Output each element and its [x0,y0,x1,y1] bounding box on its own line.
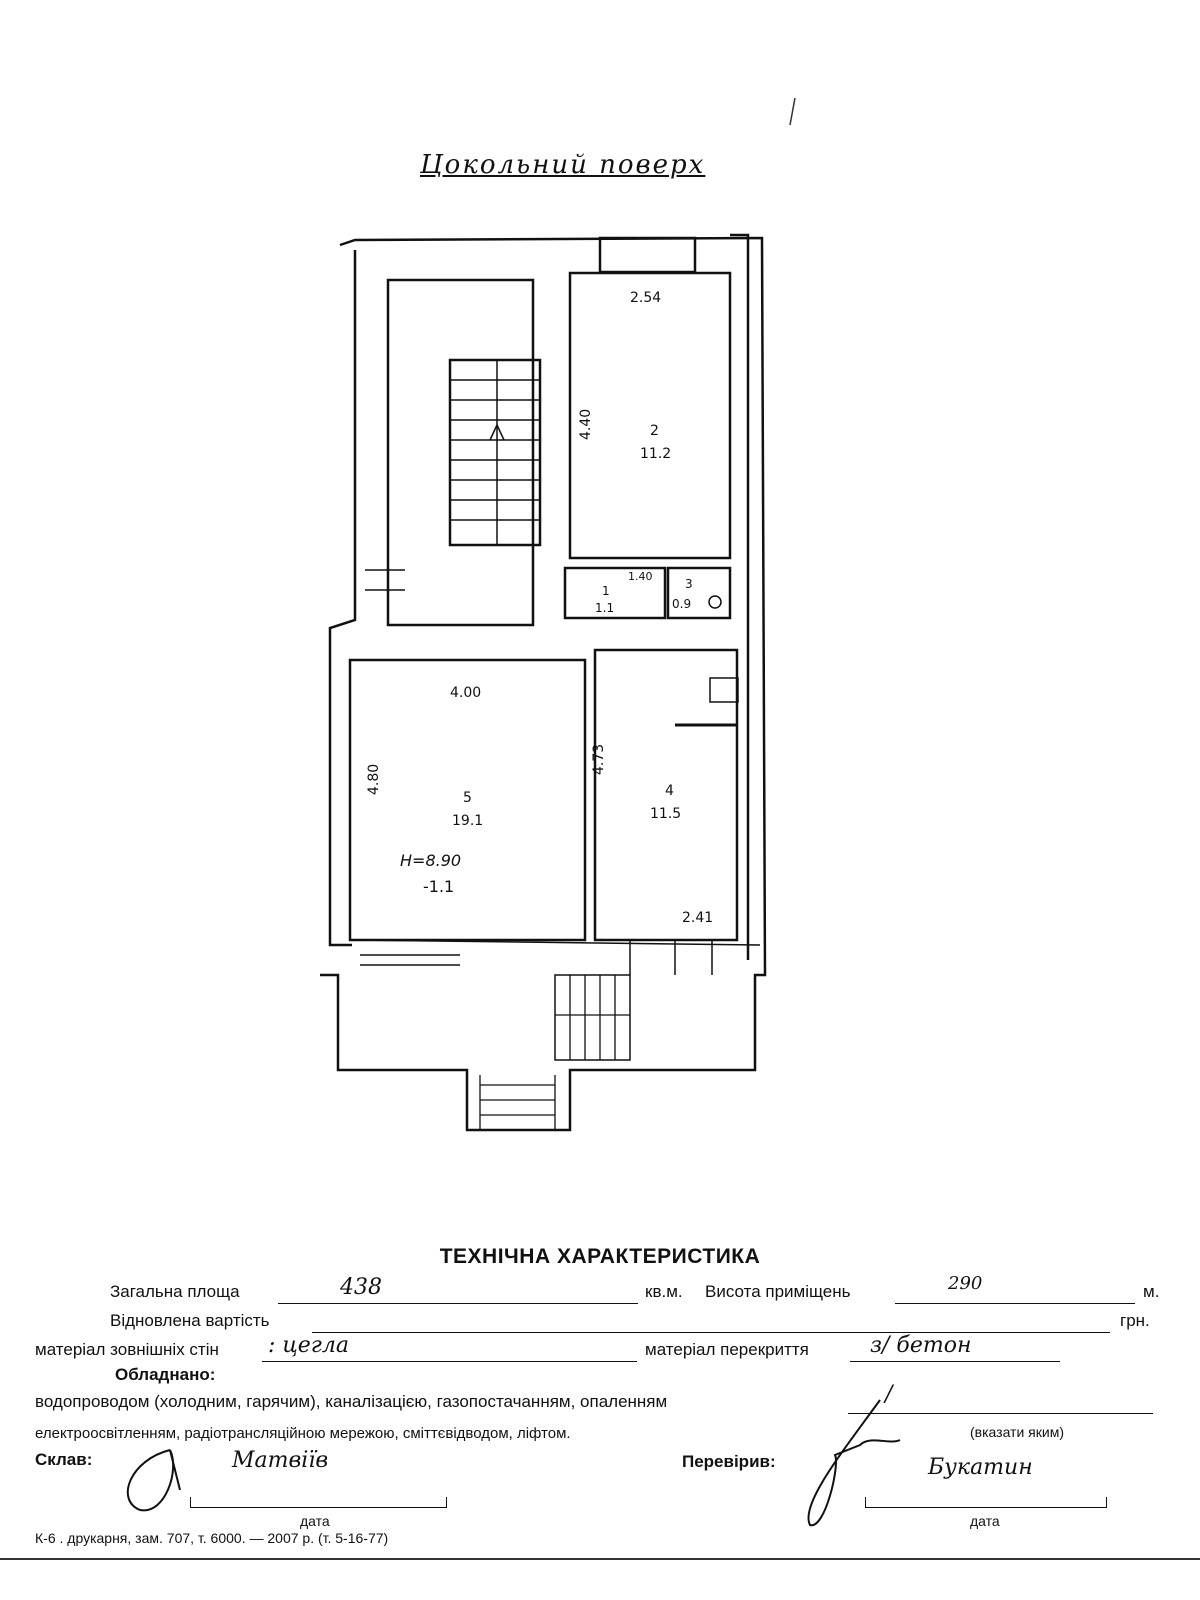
floor-plan: 2.54 4.40 2 11.2 1.40 1 1.1 3 0.9 4.00 4… [320,97,796,1132]
equipment-line [848,1393,1153,1414]
total-area-label: Загальна площа [110,1282,240,1301]
stair-hall [386,278,535,627]
room-5 [348,658,587,942]
toilet-icon [708,595,722,609]
room-5-width: 4.00 [450,685,481,701]
room-4-area: 11.5 [650,806,681,822]
stairs-entrance [554,974,631,1061]
plan-title: Цокольний поверх [420,150,706,180]
room-5-number: 5 [463,790,472,806]
cost-line [312,1312,1110,1333]
height-value: 290 [948,1273,983,1294]
date-bracket-compiled [190,1497,447,1508]
room-5-height-note: H=8.90 [400,851,461,870]
height-unit: м. [1143,1282,1160,1301]
cost-unit: грн. [1120,1311,1150,1330]
cost-label: Відновлена вартість [110,1311,270,1330]
outer-wall [320,236,767,1132]
printer-note: К-6 . друкарня, зам. 707, т. 6000. — 200… [35,1530,389,1546]
room-4 [593,648,739,942]
room-3-number: 3 [685,577,693,591]
equipped-label: Обладнано: [115,1365,216,1384]
room-1-area: 1.1 [595,601,614,615]
date-label-checked: дата [970,1513,1000,1529]
room-1-width: 1.40 [628,570,653,583]
compiled-name: Матвіїв [232,1448,329,1473]
room-2-number: 2 [650,423,659,439]
checked-name: Букатин [928,1455,1033,1480]
room-1 [563,566,667,620]
room-4-width: 2.41 [682,910,713,926]
walls-label: матеріал зовнішніх стін [35,1340,219,1359]
height-line [895,1283,1135,1304]
height-label: Висота приміщень [705,1282,851,1301]
fixture-icon [709,677,739,703]
room-4-length: 4.73 [591,744,607,775]
floor-label: матеріал перекриття [645,1340,809,1359]
signature-checked [807,1399,901,1527]
equipment-line-2: електроосвітленням, радіотрансляційною м… [35,1425,571,1442]
room-1-number: 1 [602,584,610,598]
signature-compiled [126,1449,181,1512]
inner-outer-wall [328,250,357,947]
equipment-value: / [885,1382,893,1407]
total-area-line [278,1283,638,1304]
room-3-area: 0.9 [672,597,691,611]
stair-arrow-icon [489,424,505,441]
right-wall [730,233,750,960]
room-5-area: 19.1 [452,813,483,829]
room-3 [666,566,732,620]
stairs [448,358,542,547]
room-4-number: 4 [665,783,674,799]
floor-value: з/ бетон [870,1333,972,1358]
walls-value: : цегла [268,1333,350,1358]
equipment-line-1: водопроводом (холодним, гарячим), каналі… [35,1392,668,1411]
room-2-area: 11.2 [640,446,671,462]
area-unit: кв.м. [645,1282,683,1301]
compiled-label: Склав: [35,1450,93,1469]
bottom-area-lines [351,939,761,975]
date-label-compiled: дата [300,1513,330,1529]
room-5-level-note: -1.1 [423,877,454,896]
floor-line [850,1341,1060,1362]
entrance-steps [479,975,630,1130]
stair-steps [365,360,540,591]
room-2 [568,271,732,560]
window [598,236,697,274]
room-5-length: 4.80 [366,764,382,795]
checked-label: Перевірив: [682,1452,776,1471]
walls-line [262,1341,637,1362]
equipment-hint: (вказати яким) [970,1424,1064,1440]
room-2-length: 4.40 [578,409,594,440]
spec-heading: ТЕХНІЧНА ХАРАКТЕРИСТИКА [439,1245,761,1268]
room-2-width: 2.54 [630,290,661,306]
date-bracket-checked [865,1497,1107,1508]
stray-mark [789,97,796,126]
total-area-value: 438 [340,1275,382,1300]
bottom-rule [0,1558,1200,1560]
